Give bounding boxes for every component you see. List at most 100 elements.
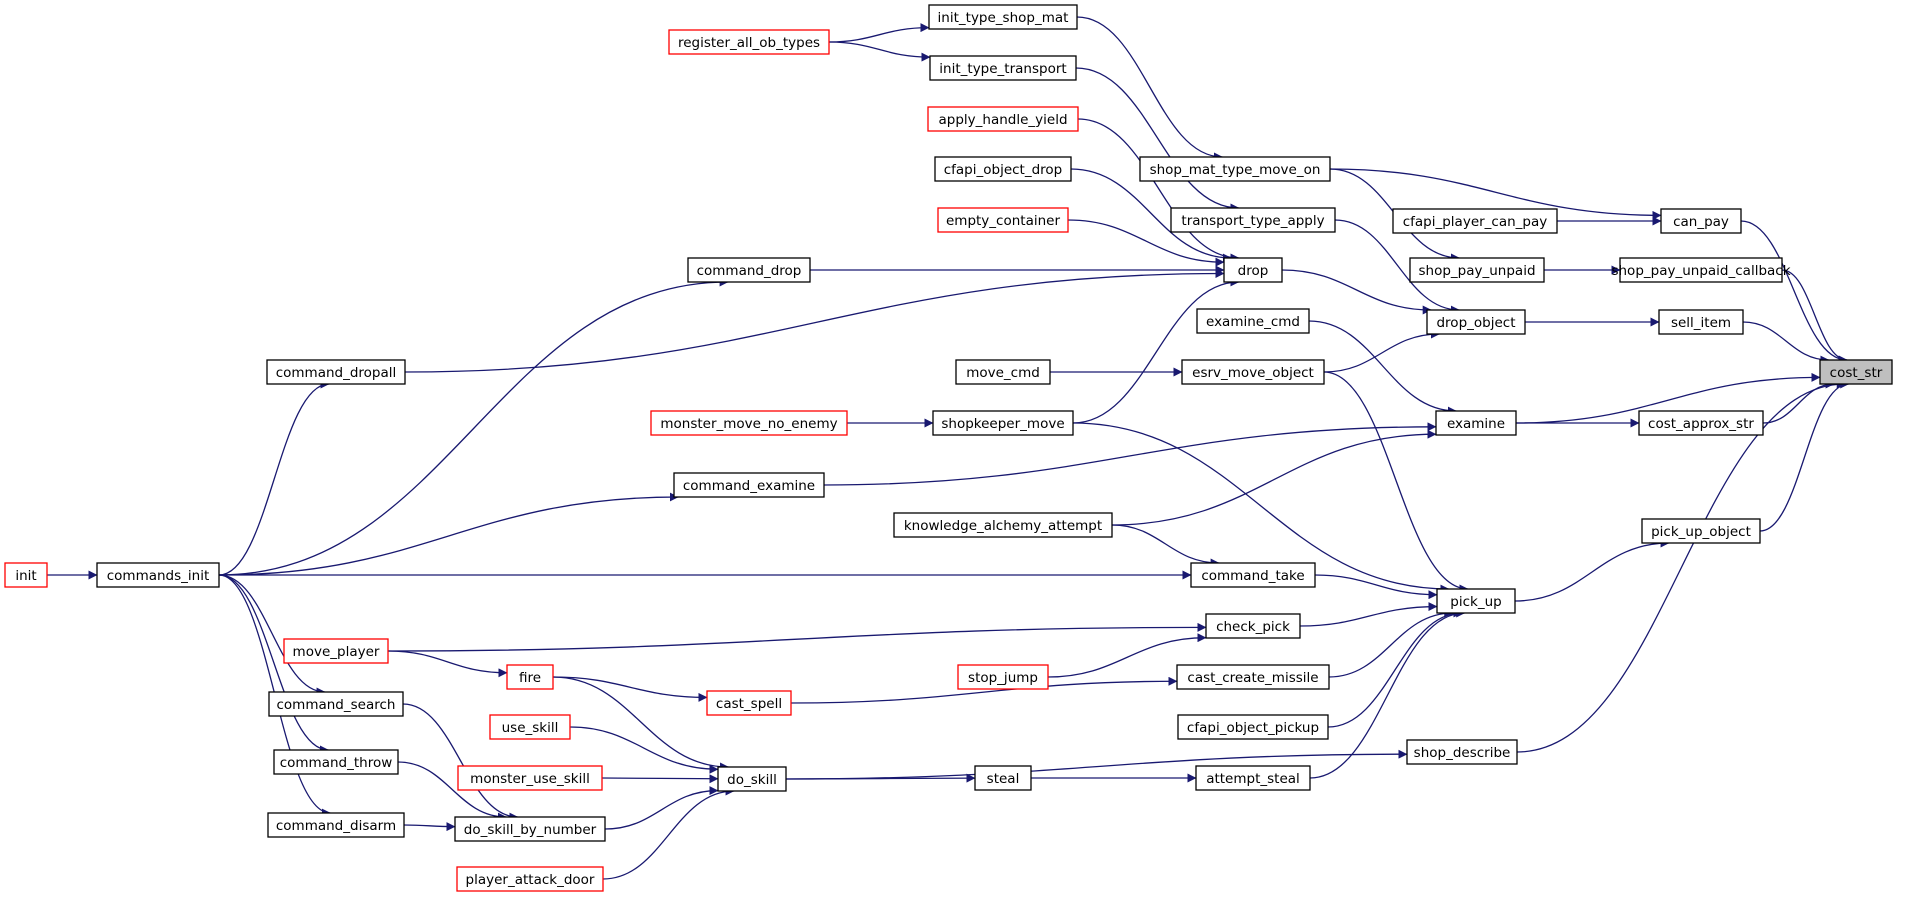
node-cfapi_object_pickup[interactable]: cfapi_object_pickup [1177,714,1329,740]
edge-cast_create_missile-to-pick_up [1328,608,1454,678]
edge-attempt_steal-to-pick_up [1309,608,1466,779]
edge-init_type_transport-to-transport_type_apply [1075,67,1240,213]
node-init_type_shop_mat[interactable]: init_type_shop_mat [928,4,1078,30]
node-stop_jump[interactable]: stop_jump [957,664,1049,690]
node-command_disarm[interactable]: command_disarm [267,812,405,838]
node-cost_str[interactable]: cost_str [1819,359,1893,385]
edge-do_skill-to-steal [785,773,976,783]
node-box-cast_create_missile [1176,664,1330,690]
node-label-steal: steal [987,771,1020,787]
node-monster_move_no_enemy[interactable]: monster_move_no_enemy [650,410,848,436]
edge-sell_item-to-cost_str [1742,321,1830,365]
node-label-commands_init: commands_init [107,568,210,584]
edge-move_player-to-fire [387,650,508,678]
node-fire[interactable]: fire [506,664,554,690]
node-command_examine[interactable]: command_examine [673,472,825,498]
node-move_cmd[interactable]: move_cmd [955,359,1051,385]
node-register_all_ob_types[interactable]: register_all_ob_types [668,29,830,55]
node-label-init_type_transport: init_type_transport [939,61,1066,77]
node-box-use_skill [489,714,571,740]
node-cast_create_missile[interactable]: cast_create_missile [1176,664,1330,690]
node-transport_type_apply[interactable]: transport_type_apply [1170,207,1336,233]
node-commands_init[interactable]: commands_init [96,562,220,588]
node-box-cfapi_object_pickup [1177,714,1329,740]
node-box-drop [1223,257,1283,283]
node-empty_container[interactable]: empty_container [937,207,1069,233]
node-player_attack_door[interactable]: player_attack_door [456,866,604,892]
node-shopkeeper_move[interactable]: shopkeeper_move [932,410,1074,436]
node-box-command_take [1190,562,1316,588]
edge-register_all_ob_types-to-init_type_transport [828,41,931,62]
node-pick_up[interactable]: pick_up [1436,588,1516,614]
node-label-player_attack_door: player_attack_door [466,872,595,888]
node-label-command_examine: command_examine [683,478,815,494]
node-move_player[interactable]: move_player [283,638,389,664]
node-cfapi_player_can_pay[interactable]: cfapi_player_can_pay [1392,208,1558,234]
node-sell_item[interactable]: sell_item [1658,309,1744,335]
node-steal[interactable]: steal [974,765,1032,791]
node-box-examine_cmd [1196,308,1310,334]
node-shop_pay_unpaid[interactable]: shop_pay_unpaid [1409,257,1545,283]
node-label-sell_item: sell_item [1671,315,1731,331]
edge-fire-to-cast_spell [552,676,708,702]
edge-knowledge_alchemy_attempt-to-command_take [1111,524,1220,568]
node-box-shop_describe [1406,739,1518,765]
node-label-apply_handle_yield: apply_handle_yield [938,112,1067,128]
node-attempt_steal[interactable]: attempt_steal [1195,765,1311,791]
edge-command_dropall-to-drop [404,268,1225,373]
node-box-empty_container [937,207,1069,233]
node-use_skill[interactable]: use_skill [489,714,571,740]
node-drop[interactable]: drop [1223,257,1283,283]
node-box-player_attack_door [456,866,604,892]
node-esrv_move_object[interactable]: esrv_move_object [1181,359,1325,385]
edge-cfapi_object_pickup-to-pick_up [1327,608,1463,728]
node-box-attempt_steal [1195,765,1311,791]
node-can_pay[interactable]: can_pay [1660,208,1742,234]
node-command_throw[interactable]: command_throw [273,749,399,775]
node-command_take[interactable]: command_take [1190,562,1316,588]
edge-shop_describe-to-cost_str [1516,379,1846,753]
edge-cfapi_object_drop-to-drop [1070,168,1232,263]
node-box-shop_pay_unpaid [1409,257,1545,283]
node-check_pick[interactable]: check_pick [1205,613,1301,639]
node-shop_pay_unpaid_callback[interactable]: shop_pay_unpaid_callback [1611,257,1791,283]
edge-commands_init-to-command_search [218,574,326,697]
node-box-pick_up [1436,588,1516,614]
node-label-cfapi_object_pickup: cfapi_object_pickup [1187,720,1319,736]
node-label-monster_use_skill: monster_use_skill [470,771,590,787]
edge-command_take-to-pick_up [1314,574,1438,600]
node-shop_describe[interactable]: shop_describe [1406,739,1518,765]
node-knowledge_alchemy_attempt[interactable]: knowledge_alchemy_attempt [893,512,1113,538]
node-apply_handle_yield[interactable]: apply_handle_yield [927,106,1079,132]
node-init_type_transport[interactable]: init_type_transport [929,55,1077,81]
node-command_search[interactable]: command_search [268,691,404,717]
node-do_skill_by_number[interactable]: do_skill_by_number [454,816,606,842]
node-init[interactable]: init [4,562,48,588]
node-label-drop_object: drop_object [1436,315,1515,331]
node-label-init: init [15,568,36,584]
node-box-cfapi_player_can_pay [1392,208,1558,234]
edge-init_type_shop_mat-to-shop_mat_type_move_on [1076,16,1223,162]
node-cast_spell[interactable]: cast_spell [706,690,792,716]
node-shop_mat_type_move_on[interactable]: shop_mat_type_move_on [1139,156,1331,182]
node-examine_cmd[interactable]: examine_cmd [1196,308,1310,334]
node-command_dropall[interactable]: command_dropall [266,359,406,385]
node-box-command_search [268,691,404,717]
node-label-transport_type_apply: transport_type_apply [1181,213,1324,229]
node-box-examine [1435,410,1517,436]
node-box-command_examine [673,472,825,498]
node-drop_object[interactable]: drop_object [1426,309,1526,335]
node-do_skill[interactable]: do_skill [717,766,787,792]
node-cost_approx_str[interactable]: cost_approx_str [1638,410,1764,436]
edge-commands_init-to-command_examine [218,492,679,576]
node-box-init [4,562,48,588]
node-pick_up_object[interactable]: pick_up_object [1641,518,1761,544]
node-command_drop[interactable]: command_drop [687,257,811,283]
node-box-drop_object [1426,309,1526,335]
edge-command_search-to-do_skill_by_number [402,703,519,822]
node-box-command_dropall [266,359,406,385]
node-label-cfapi_object_drop: cfapi_object_drop [944,162,1063,178]
node-examine[interactable]: examine [1435,410,1517,436]
node-monster_use_skill[interactable]: monster_use_skill [457,765,603,791]
node-cfapi_object_drop[interactable]: cfapi_object_drop [934,156,1072,182]
